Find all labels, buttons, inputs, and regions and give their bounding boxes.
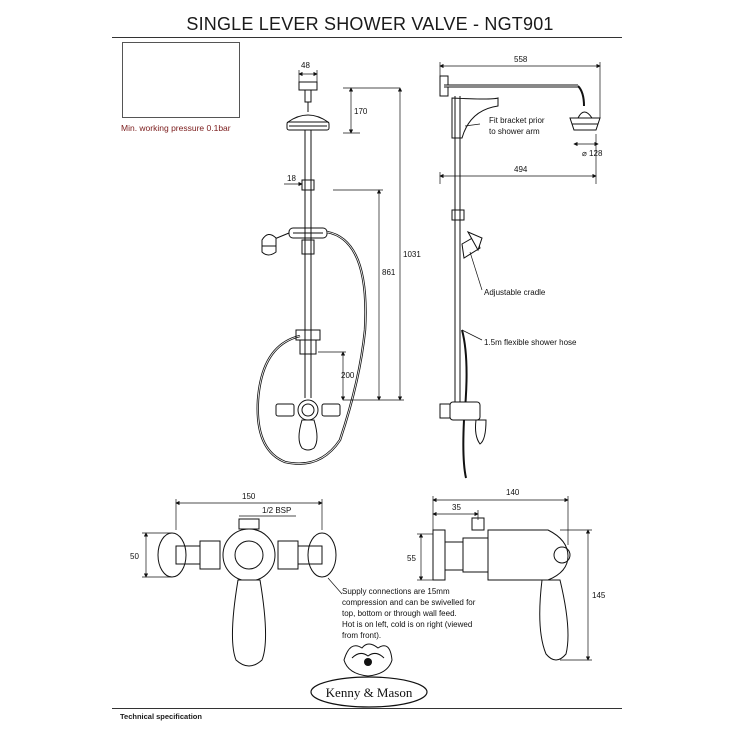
brand-name: Kenny & Mason (326, 685, 413, 700)
callout-bracket-line1: Fit bracket prior (489, 116, 545, 125)
shower-rose-front (286, 121, 330, 131)
callout-hose: 1.5m flexible shower hose (484, 338, 577, 347)
brand-oval (310, 676, 428, 708)
footer-rule (112, 708, 622, 709)
valve-side-mini (439, 403, 451, 419)
footer-label: Technical specification (120, 712, 202, 721)
title-underline (112, 37, 622, 38)
supply-note-line2: compression and can be swivelled for (342, 598, 476, 607)
brand-logo: Kenny & Mason (310, 643, 428, 708)
dim-rose: ⌀ 128 (582, 149, 603, 158)
side-view-dimensions (439, 62, 601, 341)
dim-valve: 200 (341, 371, 355, 380)
dim-valve-inlet: 55 (407, 554, 416, 563)
dim-top-width: 48 (301, 61, 310, 70)
dim-valve-width: 150 (242, 492, 256, 501)
supply-note-line5: from front). (342, 631, 381, 640)
ceiling-bracket (298, 81, 318, 91)
supply-note-line3: top, bottom or through wall feed. (342, 609, 457, 618)
valve-side-dimensions (417, 496, 592, 661)
pressure-note: Min. working pressure 0.1bar (121, 123, 231, 133)
valve-lever (298, 419, 318, 451)
dim-bsp: 1/2 BSP (262, 506, 291, 515)
valve-front-detail (157, 518, 337, 667)
dim-arm: 558 (514, 55, 528, 64)
valve-front-lever (231, 579, 267, 667)
dim-reach: 494 (514, 165, 528, 174)
dim-valve-offset: 35 (452, 503, 461, 512)
supply-note-line4: Hot is on left, cold is on right (viewed (342, 620, 472, 629)
front-view-dimensions (284, 70, 404, 401)
dim-valve-side-height: 145 (592, 591, 606, 600)
valve-side-lever (539, 579, 569, 661)
dim-cradle: 861 (382, 268, 396, 277)
supply-note-line1: Supply connections are 15mm (342, 587, 450, 596)
callout-bracket-line2: to shower arm (489, 127, 540, 136)
valve-front-dimensions (142, 499, 323, 578)
dim-valve-depth: 140 (506, 488, 520, 497)
callout-cradle: Adjustable cradle (484, 288, 546, 297)
hand-shower (261, 234, 277, 256)
side-view (439, 75, 601, 479)
notes-box (122, 42, 240, 118)
dim-valve-height: 50 (130, 552, 139, 561)
arm-bracket (451, 97, 499, 139)
valve-body-front (297, 399, 319, 421)
page-title: SINGLE LEVER SHOWER VALVE - NGT901 (186, 14, 554, 34)
front-view (256, 81, 367, 465)
dim-bracket: 18 (287, 174, 296, 183)
valve-side-detail (432, 517, 571, 661)
dim-overall: 1031 (403, 250, 421, 259)
dim-head-drop: 170 (354, 107, 368, 116)
